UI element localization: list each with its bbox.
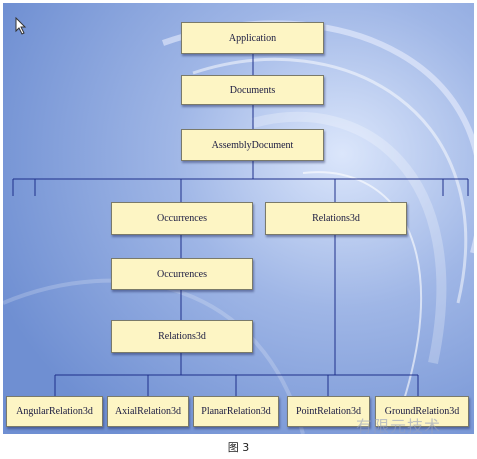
diagram-canvas: Application Documents AssemblyDocument O… xyxy=(3,3,474,434)
mouse-cursor-icon xyxy=(15,17,27,35)
connector-lines xyxy=(12,54,469,396)
node-angular-relation3d: AngularRelation3d xyxy=(6,396,103,427)
node-point-relation3d: PointRelation3d xyxy=(287,396,370,427)
node-documents: Documents xyxy=(181,75,324,105)
watermark-text: 有限元技术 xyxy=(356,417,442,436)
node-ground-relation3d: GroundRelation3d xyxy=(375,396,469,427)
node-occurrences-1: Occurrences xyxy=(111,202,253,235)
node-planar-relation3d: PlanarRelation3d xyxy=(193,396,279,427)
node-occurrences-2: Occurrences xyxy=(111,258,253,290)
figure-caption: 图 3 xyxy=(227,441,250,454)
node-relations3d-bottom: Relations3d xyxy=(111,320,253,353)
node-application: Application xyxy=(181,22,324,54)
node-relations3d-top: Relations3d xyxy=(265,202,407,235)
node-assembly-document: AssemblyDocument xyxy=(181,129,324,161)
node-axial-relation3d: AxialRelation3d xyxy=(107,396,189,427)
